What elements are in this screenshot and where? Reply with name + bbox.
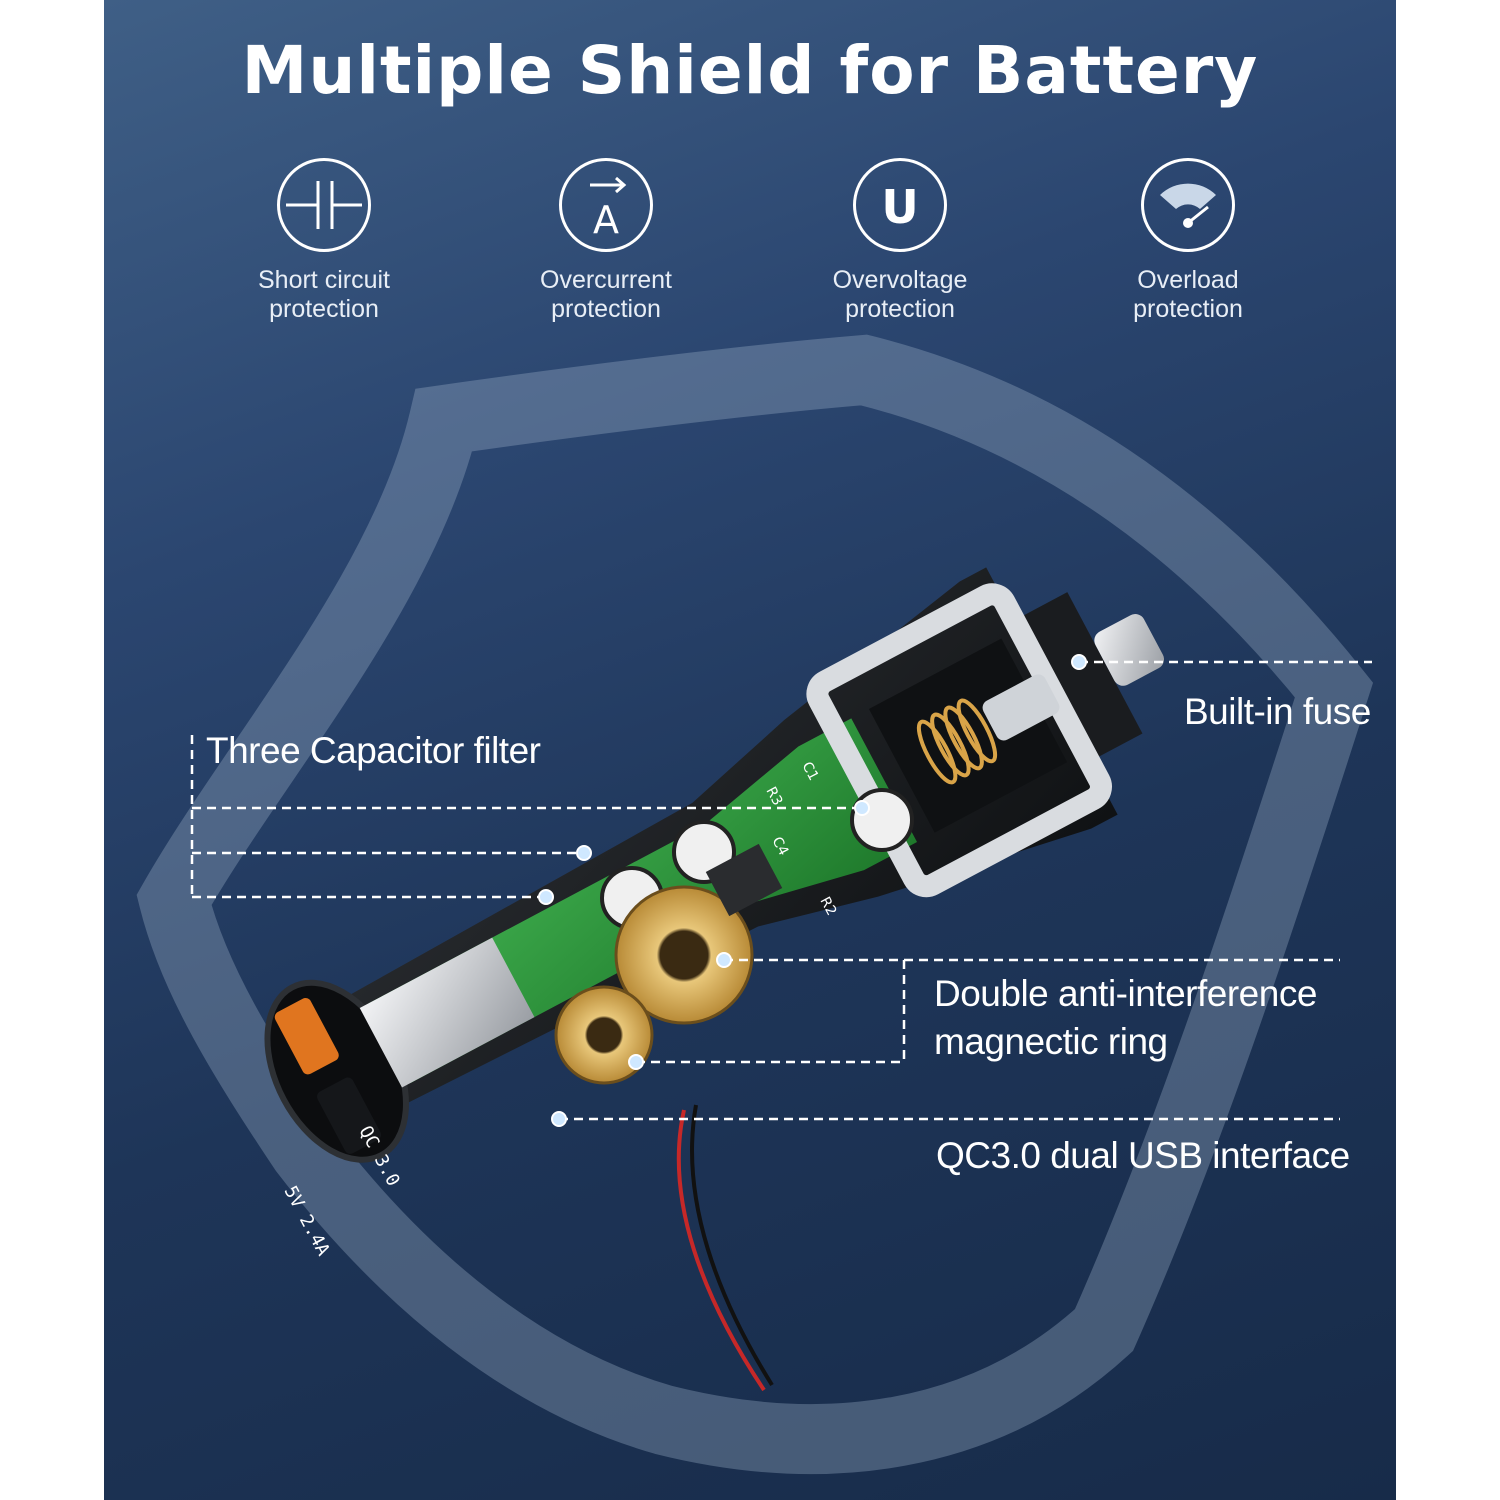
ring-marker-dot-1 (716, 952, 732, 968)
feature-label: Overvoltage protection (832, 266, 968, 323)
callout-built-in-fuse: Built-in fuse (1184, 691, 1371, 732)
capacitor-marker-dot-1 (854, 800, 870, 816)
magnetic-ring (614, 885, 754, 1025)
usb-marker-dot (551, 1111, 567, 1127)
callout-capacitor-filter: Three Capacitor filter (206, 730, 541, 771)
pcb-label-r2: R2 (816, 894, 839, 918)
pcb-label-c4: C4 (768, 834, 791, 858)
voltage-u-icon: U (853, 158, 947, 252)
feature-overload: Overload protection (1058, 158, 1318, 324)
capacitor-symbol-icon (277, 158, 371, 252)
page-title: Multiple Shield for Battery (241, 32, 1259, 109)
gauge-icon (1141, 158, 1235, 252)
callout-magnetic-ring: Double anti-interference magnectic ring (934, 973, 1317, 1062)
feature-short-circuit: Short circuit protection (194, 158, 454, 324)
product-banner: QC 3.0 5V 2.4A C1 R3 C4 R2 (104, 0, 1396, 1500)
callout-usb-interface: QC3.0 dual USB interface (936, 1135, 1350, 1176)
ring-marker-dot-2 (628, 1054, 644, 1070)
current-a-icon: A (559, 158, 653, 252)
shield-outline-icon (136, 334, 1374, 1474)
svg-text:A: A (593, 198, 619, 242)
charger-cutaway-illustration: QC 3.0 5V 2.4A C1 R3 C4 R2 (136, 334, 1374, 1474)
svg-text:U: U (881, 180, 918, 234)
capacitor-marker-dot-3 (538, 889, 554, 905)
ic-chip (705, 843, 783, 917)
pcb-label-r3: R3 (762, 784, 785, 808)
capacitors (600, 788, 914, 930)
feature-label: Short circuit protection (258, 266, 390, 323)
feature-label: Overcurrent protection (540, 266, 672, 323)
pcb-label-c1: C1 (798, 759, 821, 783)
feature-overvoltage: U Overvoltage protection (770, 158, 1030, 324)
callout-leader-lines (190, 660, 1372, 1121)
feature-overcurrent: A Overcurrent protection (476, 158, 736, 324)
feature-label: Overload protection (1133, 266, 1243, 323)
capacitor-marker-dot-2 (576, 845, 592, 861)
fuse-marker-dot (1071, 654, 1087, 670)
